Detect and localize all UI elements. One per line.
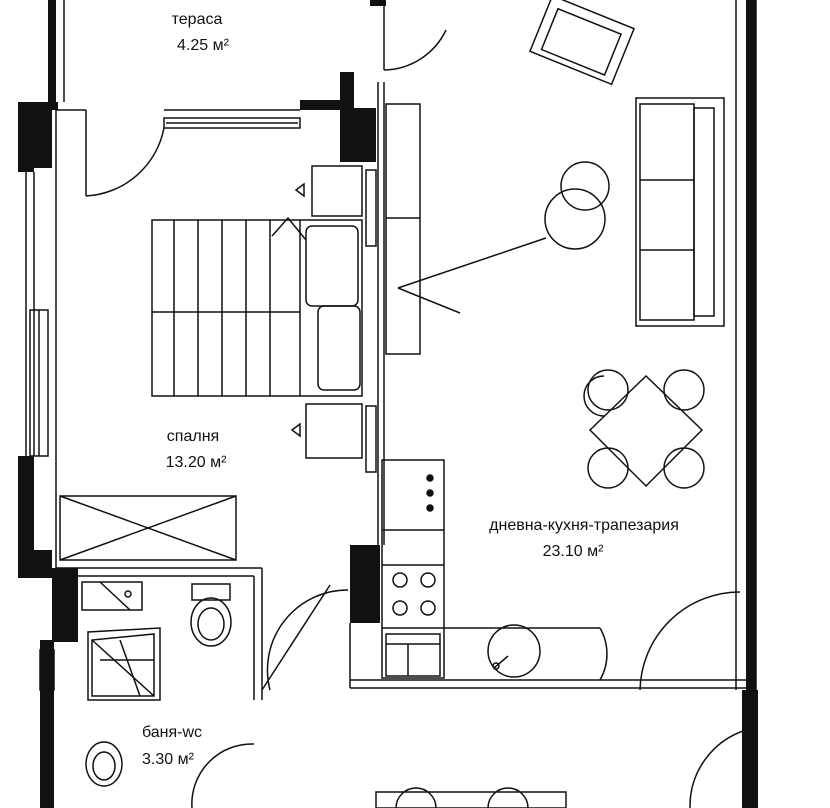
bedroom-area: 13.20 м² [166, 454, 227, 471]
living-name: дневна-кухня-трапезария [489, 517, 679, 534]
sofa-icon [635, 97, 725, 327]
dining-table-icon [583, 369, 705, 489]
walls [18, 0, 758, 808]
living-area: 23.10 м² [543, 543, 604, 560]
bed [151, 165, 377, 473]
bathroom-area: 3.30 м² [142, 751, 195, 768]
bathroom-name: баня-wc [142, 724, 202, 741]
wardrobe [385, 103, 421, 355]
kitchen [381, 459, 608, 681]
room-labels: тераса 4.25 м² спалня 13.20 м² дневна-ку… [142, 11, 679, 768]
bottom-furniture [375, 787, 567, 808]
coffee-table-icon [544, 161, 610, 250]
terrace-name: тераса [172, 11, 223, 28]
armchair-icon [528, 0, 636, 86]
doors [85, 0, 747, 808]
bathroom-fixtures [59, 495, 237, 787]
bedroom-name: спалня [167, 428, 219, 445]
terrace-area: 4.25 м² [177, 37, 230, 54]
wall-lines [25, 0, 757, 700]
